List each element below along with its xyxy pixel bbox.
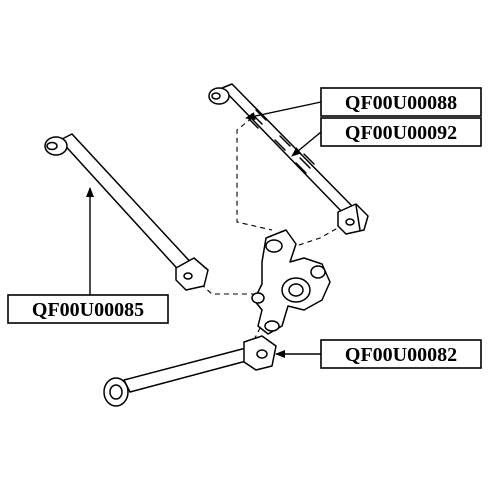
label-qf00u00085-text: QF00U00085 bbox=[32, 299, 144, 321]
label-qf00u00088-text: QF00U00088 bbox=[345, 92, 457, 114]
leader-qf00u00092 bbox=[291, 131, 322, 157]
label-qf00u00092-text: QF00U00092 bbox=[345, 122, 457, 144]
bottom-lateral-arm bbox=[103, 335, 277, 407]
label-qf00u00092: QF00U00092 bbox=[320, 117, 482, 147]
knuckle-assembly bbox=[251, 229, 331, 335]
label-qf00u00085: QF00U00085 bbox=[7, 294, 169, 324]
leader-qf00u00088 bbox=[245, 101, 322, 121]
left-long-arm bbox=[44, 133, 209, 291]
label-qf00u00082-text: QF00U00082 bbox=[345, 344, 457, 366]
label-qf00u00088: QF00U00088 bbox=[320, 87, 482, 117]
label-qf00u00082: QF00U00082 bbox=[320, 339, 482, 369]
